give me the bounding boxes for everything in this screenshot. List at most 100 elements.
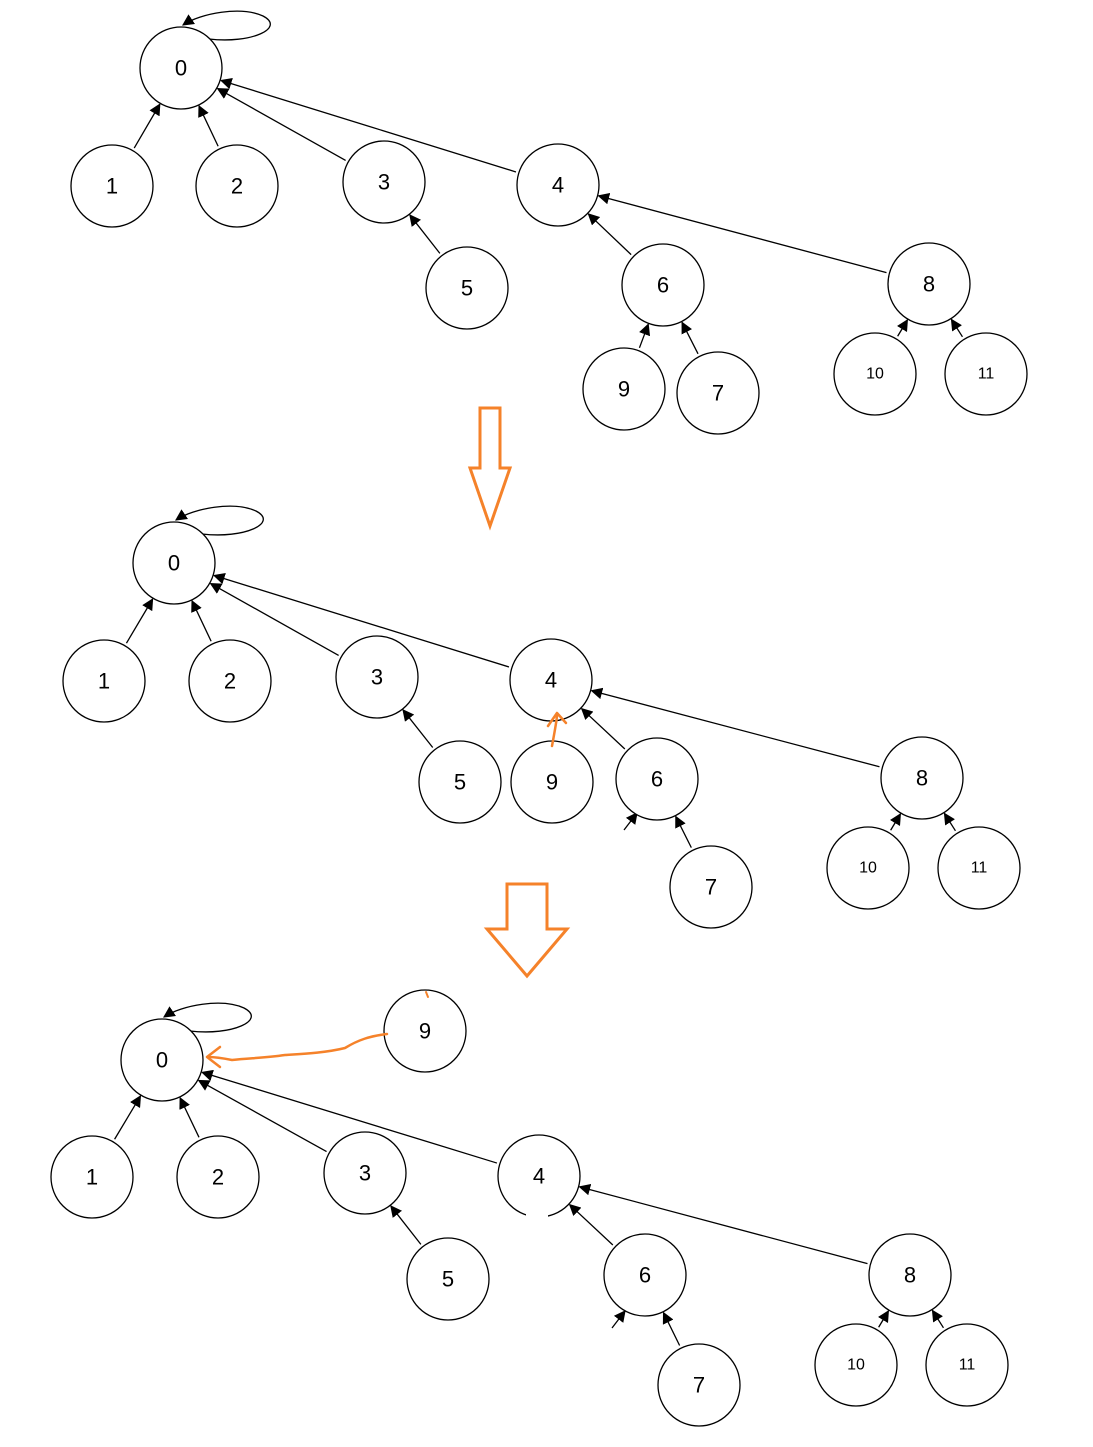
node-3: 3	[323, 1131, 407, 1215]
edge-5-to-3	[402, 709, 434, 748]
node-label: 2	[212, 1165, 224, 1190]
edge-5-to-3	[409, 214, 441, 254]
node-8: 8	[868, 1233, 952, 1317]
node-circle	[669, 845, 753, 929]
edge-4-to-0	[219, 77, 517, 173]
node-label: 10	[847, 1357, 865, 1374]
node-circle	[582, 347, 666, 431]
node-circle	[937, 826, 1021, 910]
node-7: 7	[669, 845, 753, 929]
edge-4-to-0	[212, 572, 510, 668]
edge-7-to-6	[675, 815, 692, 848]
node-circle	[868, 1233, 952, 1317]
node-1: 1	[50, 1135, 134, 1219]
node-label: 2	[224, 669, 236, 694]
node-circle	[925, 1323, 1009, 1407]
edge-4-to-0	[201, 1069, 498, 1164]
node-0: 0	[132, 521, 216, 605]
node-11: 11	[944, 332, 1028, 416]
edge-10-to-8	[877, 1310, 889, 1328]
node-2: 2	[188, 639, 272, 723]
node-circle	[188, 639, 272, 723]
node-0: 0	[120, 1018, 204, 1102]
node-label: 0	[175, 56, 187, 81]
node-circle	[132, 521, 216, 605]
node-1: 1	[62, 639, 146, 723]
node-label: 1	[98, 669, 110, 694]
node-circle	[657, 1343, 741, 1427]
node-circle	[676, 351, 760, 435]
edge-3-to-0	[197, 1079, 327, 1153]
node-label: 0	[156, 1048, 168, 1073]
node-11: 11	[925, 1323, 1009, 1407]
stage-3-edges	[114, 1002, 945, 1346]
node-label: 6	[651, 767, 663, 792]
node-circle	[323, 1131, 407, 1215]
stage-2-orange-edge-9-to-4	[546, 711, 568, 748]
node-6: 6	[603, 1233, 687, 1317]
node-label: 9	[618, 377, 630, 402]
node-circle	[406, 1237, 490, 1321]
node-5: 5	[418, 740, 502, 824]
node-circle	[516, 143, 600, 227]
edge-2-to-0	[198, 104, 219, 147]
node-circle	[814, 1323, 898, 1407]
stage-2-tree: 0 1 2 3 45 9 6 8 7 10 11	[62, 505, 1021, 929]
node-label: 9	[546, 770, 558, 795]
node-circle	[50, 1135, 134, 1219]
node-8: 8	[880, 736, 964, 820]
node-label: 2	[231, 174, 243, 199]
node-label: 4	[533, 1164, 545, 1189]
node-6: 6	[621, 243, 705, 327]
node-circle	[120, 1018, 204, 1102]
node-9: 9	[383, 989, 467, 1073]
edge-3-to-0	[209, 582, 339, 657]
node-label: 3	[359, 1161, 371, 1186]
node-5: 5	[425, 246, 509, 330]
node-label: 3	[371, 665, 383, 690]
node-circle	[418, 740, 502, 824]
node-circle	[621, 243, 705, 327]
node-label: 3	[378, 170, 390, 195]
edge-7-to-6	[662, 1311, 681, 1346]
edge-11-to-8	[950, 318, 964, 338]
edge-3-to-0	[216, 87, 346, 162]
edge-6-to-4	[580, 707, 626, 750]
node-9: 9	[510, 740, 594, 824]
node-3: 3	[342, 140, 426, 224]
node-10: 10	[833, 332, 917, 416]
node-label: 10	[866, 366, 884, 383]
node-circle	[383, 989, 467, 1073]
node-label: 11	[959, 1357, 976, 1374]
node-circle	[826, 826, 910, 910]
edge-stub-into-node-6	[611, 1310, 626, 1329]
node-label: 9	[419, 1019, 431, 1044]
edge-2-to-0	[179, 1096, 200, 1138]
node-11: 11	[937, 826, 1021, 910]
edge-8-to-4	[597, 192, 887, 274]
node-circle	[603, 1233, 687, 1317]
node-label: 8	[904, 1263, 916, 1288]
node-8: 8	[887, 242, 971, 326]
node-label: 7	[693, 1373, 705, 1398]
edge-1-to-0	[133, 103, 161, 149]
edge-1-to-0	[114, 1095, 142, 1140]
node-0: 0	[139, 26, 223, 110]
node-label: 10	[859, 860, 877, 877]
node-circle	[62, 639, 146, 723]
node-label: 1	[106, 174, 118, 199]
node-circle	[880, 736, 964, 820]
stage-3-orange-edge-9-to-0	[205, 991, 429, 1069]
node-label: 4	[552, 173, 564, 198]
node-4-outline-gap	[526, 1213, 548, 1219]
node-circle	[425, 246, 509, 330]
node-7: 7	[657, 1343, 741, 1427]
edge-10-to-8	[896, 319, 908, 337]
node-label: 0	[168, 551, 180, 576]
node-4: 4	[509, 638, 593, 722]
